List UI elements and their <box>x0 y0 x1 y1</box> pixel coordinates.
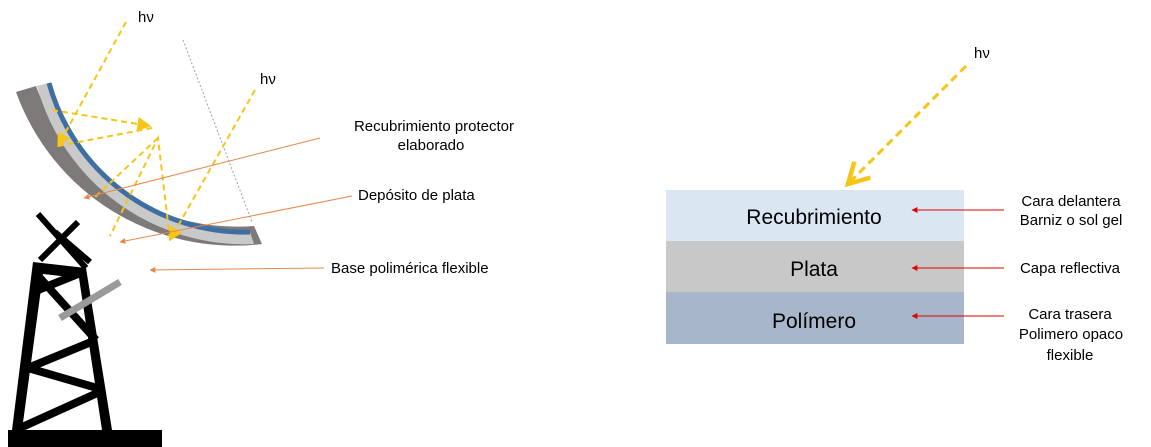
leader-base <box>149 266 325 273</box>
layer-name-polymer: Polímero <box>772 310 856 333</box>
label-base: Base polimérica flexible <box>331 260 489 277</box>
label-coating-line2: elaborado <box>398 137 465 154</box>
protective-coating-layer <box>46 82 251 235</box>
light-rays <box>51 21 256 242</box>
incident-ray-2 <box>169 89 256 242</box>
layer-name-coating: Recubrimiento <box>746 206 881 229</box>
reflected-ray-1 <box>57 127 153 147</box>
layer-name-silver: Plata <box>790 258 838 281</box>
right-diagram: hν Recubrimiento Plata Polímero Cara del… <box>666 45 1123 364</box>
support-tower <box>8 212 162 447</box>
leader-coating <box>83 137 321 200</box>
tower-strut <box>58 278 122 322</box>
layer-coating <box>666 190 964 241</box>
hv-label-2: hν <box>260 71 276 88</box>
leader-lines <box>83 137 353 273</box>
hv-label-1: hν <box>138 9 154 26</box>
incident-ray-right <box>848 64 968 184</box>
silver-layer <box>37 83 254 245</box>
focal-axis-line <box>182 39 253 223</box>
layer-stack: Recubrimiento Plata Polímero <box>666 190 964 344</box>
side-label-back-line1: Cara trasera <box>1028 306 1112 323</box>
side-label-front-line1: Cara delantera <box>1021 193 1121 210</box>
label-silver: Depósito de plata <box>358 187 475 204</box>
side-label-back-line2: Polimero opaco <box>1019 326 1123 343</box>
side-label-reflective: Capa reflectiva <box>1020 260 1121 277</box>
side-label-back-line3: flexible <box>1047 347 1094 364</box>
side-label-front-line2: Barniz o sol gel <box>1020 212 1123 229</box>
red-pointers <box>911 207 1004 319</box>
left-diagram: hν hν Recubrimiento protector elaborado … <box>8 9 514 447</box>
tower-bracing <box>18 270 106 432</box>
incident-ray-1 <box>57 21 127 148</box>
hv-label-right: hν <box>974 45 990 62</box>
label-coating-line1: Recubrimiento protector <box>354 118 514 135</box>
tower-base <box>8 430 162 447</box>
reflector-dish <box>16 82 262 246</box>
side-labels: Cara delantera Barniz o sol gel Capa ref… <box>1019 193 1123 364</box>
leader-silver <box>119 195 353 244</box>
reflected-ray-2b <box>93 137 159 199</box>
tower-head-bracing <box>35 212 92 270</box>
reflected-ray-1b <box>51 109 152 131</box>
